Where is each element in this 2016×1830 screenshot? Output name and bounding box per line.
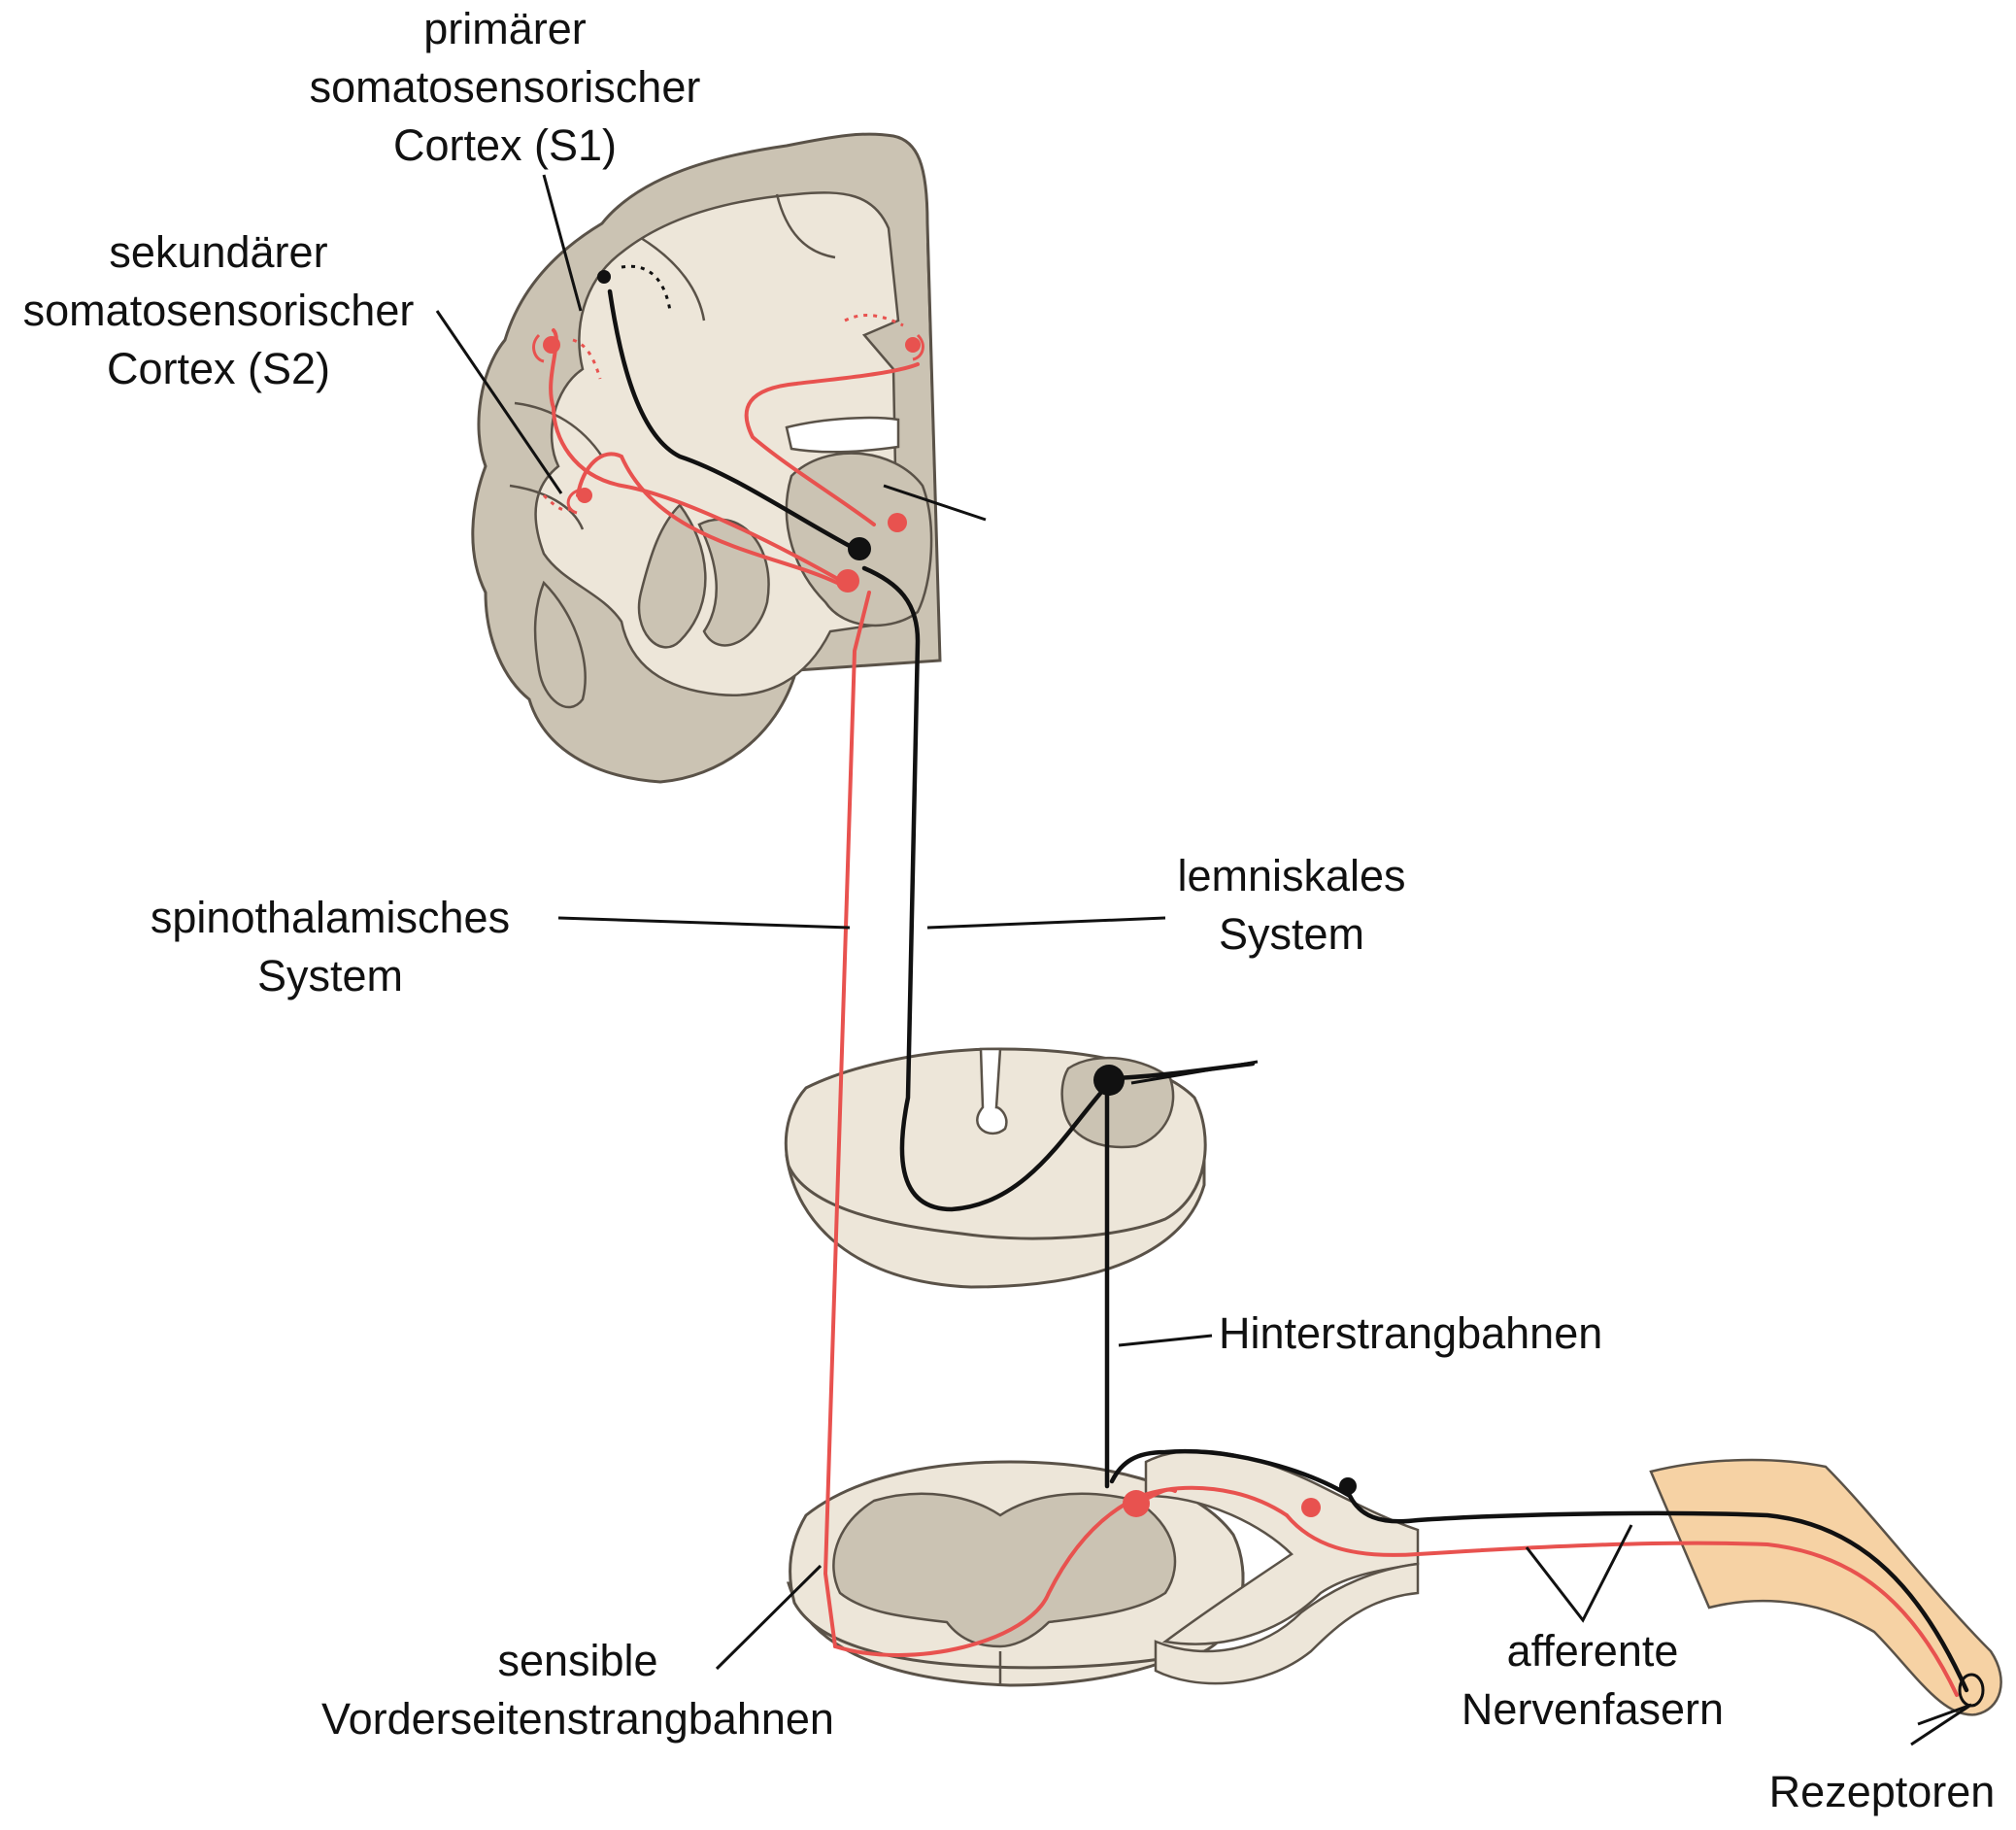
- leader-spinothalamic: [557, 916, 851, 930]
- sulcus: [509, 484, 585, 530]
- leader-s2: [435, 310, 563, 494]
- label-s1: primärer somatosensorischer Cortex (S1): [282, 0, 728, 175]
- spinothalamic-dashes: [542, 314, 904, 512]
- ventricle: [785, 416, 900, 454]
- neuron-thalamus-2: [836, 569, 859, 593]
- label-lemniscal: lemniskales System: [1146, 847, 1437, 964]
- label-afferent: afferente Nervenfasern: [1428, 1622, 1758, 1739]
- label-lemniscal-line2: System: [1218, 909, 1365, 959]
- brain-section: [471, 132, 942, 784]
- label-anterolateral-line2: Vorderseitenstrangbahnen: [321, 1694, 834, 1744]
- gyrus-fold: [637, 503, 707, 649]
- neuron-medulla: [1093, 1065, 1125, 1096]
- sulcus: [640, 236, 706, 322]
- neuron-ganglion-red: [1301, 1498, 1321, 1517]
- label-lemniscal-line1: lemniskales: [1177, 851, 1406, 900]
- label-afferent-line1: afferente: [1506, 1626, 1679, 1676]
- spinal-cord-section: [786, 1449, 1420, 1687]
- leader-dorsal-column: [1118, 1334, 1213, 1347]
- gyrus-fold: [533, 580, 587, 709]
- leader-afferent: [1525, 1524, 1633, 1623]
- spinothalamic-neurons: [543, 336, 1321, 1517]
- medulla-fissure: [976, 1047, 1008, 1135]
- skin-segment: [1649, 1458, 2002, 1716]
- label-dorsal-column-text: Hinterstrangbahnen: [1219, 1308, 1603, 1358]
- label-receptors: Rezeptoren: [1748, 1763, 2016, 1821]
- neuron-thalamus-lemniscal: [848, 537, 871, 560]
- label-anterolateral-line1: sensible: [497, 1636, 658, 1685]
- leader-lines: [435, 174, 1972, 1746]
- neuron-s1-red: [543, 336, 560, 354]
- label-spinothalamic-line1: spinothalamisches: [150, 893, 511, 942]
- label-s1-line3: Cortex (S1): [392, 120, 618, 170]
- label-s2-line3: Cortex (S2): [106, 344, 331, 393]
- label-spinothalamic: spinothalamisches System: [112, 889, 549, 1005]
- spinothalamic-synapse-marks: [532, 333, 924, 515]
- dorsal-root-ganglion: [1144, 1449, 1420, 1645]
- neuron-spinal-horn: [1123, 1490, 1150, 1517]
- neuron-cortex-s1: [597, 270, 611, 284]
- label-s1-line2: somatosensorischer: [309, 62, 701, 112]
- neuron-s2-red: [577, 488, 592, 503]
- ventral-root: [1154, 1562, 1420, 1685]
- label-s2-line1: sekundärer: [109, 227, 328, 277]
- sulcus: [514, 401, 604, 458]
- label-s1-line1: primärer: [423, 4, 587, 53]
- leader-medulla: [1130, 1060, 1259, 1085]
- neuron-upper-right: [905, 337, 921, 353]
- label-dorsal-column: Hinterstrangbahnen: [1219, 1305, 1602, 1363]
- leader-thalamus: [883, 484, 987, 522]
- lemniscal-neurons: [597, 270, 1357, 1495]
- periphery: [1649, 1458, 2002, 1716]
- neuron-ganglion-lemniscal: [1339, 1477, 1357, 1495]
- label-receptors-text: Rezeptoren: [1768, 1767, 1996, 1816]
- label-spinothalamic-line2: System: [256, 951, 404, 1000]
- sulcus: [775, 193, 836, 259]
- leader-lemniscal: [926, 916, 1166, 930]
- medulla-section: [784, 1047, 1207, 1289]
- label-s2-line2: somatosensorischer: [22, 286, 415, 335]
- leader-s1: [542, 174, 583, 312]
- label-anterolateral: sensible Vorderseitenstrangbahnen: [282, 1632, 874, 1748]
- leader-receptors: [1910, 1703, 1972, 1746]
- leader-anterolateral: [715, 1564, 823, 1671]
- neuron-thalamus-1: [888, 513, 907, 532]
- label-s2: sekundärer somatosensorischer Cortex (S2…: [0, 223, 437, 398]
- label-afferent-line2: Nervenfasern: [1461, 1684, 1725, 1734]
- midline: [926, 242, 941, 661]
